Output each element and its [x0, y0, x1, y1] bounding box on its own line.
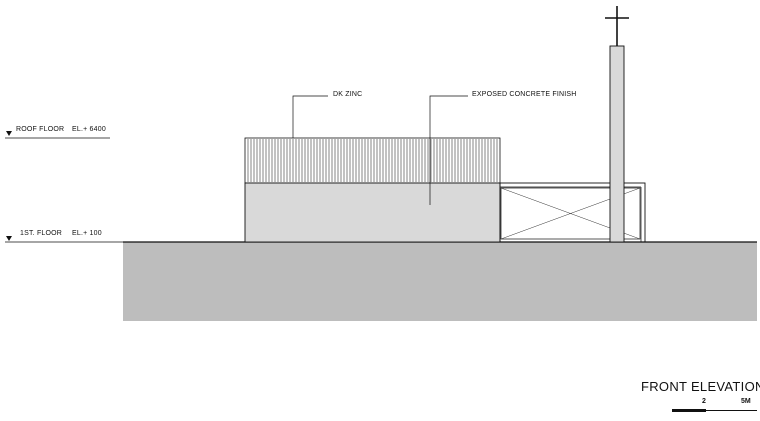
drawing-title: FRONT ELEVATION: [641, 379, 760, 394]
scale-mid-label: 2: [702, 398, 706, 405]
zinc-leader: [292, 95, 328, 138]
concrete-volume: [244, 182, 501, 243]
concrete-annotation: EXPOSED CONCRETE FINISH: [472, 91, 577, 98]
roof-level-marker: [6, 131, 12, 136]
scale-end-label: 5M: [741, 398, 751, 405]
scale-bar-solid: [672, 409, 706, 412]
zinc-annotation: DK ZINC: [333, 91, 363, 98]
concrete-leader: [429, 95, 468, 205]
glazing-panel: [500, 187, 641, 240]
frame-extension: [499, 182, 646, 243]
zinc-cladding: [244, 137, 501, 184]
roof-level-name: ROOF FLOOR: [16, 126, 65, 133]
first-level-marker: [6, 236, 12, 241]
first-level-name: 1ST. FLOOR: [20, 230, 63, 237]
first-level-elevation: EL.+ 100: [72, 230, 102, 237]
roof-level-elevation: EL.+ 6400: [72, 126, 106, 133]
ground-section: [123, 242, 757, 321]
bell-tower: [609, 45, 625, 243]
